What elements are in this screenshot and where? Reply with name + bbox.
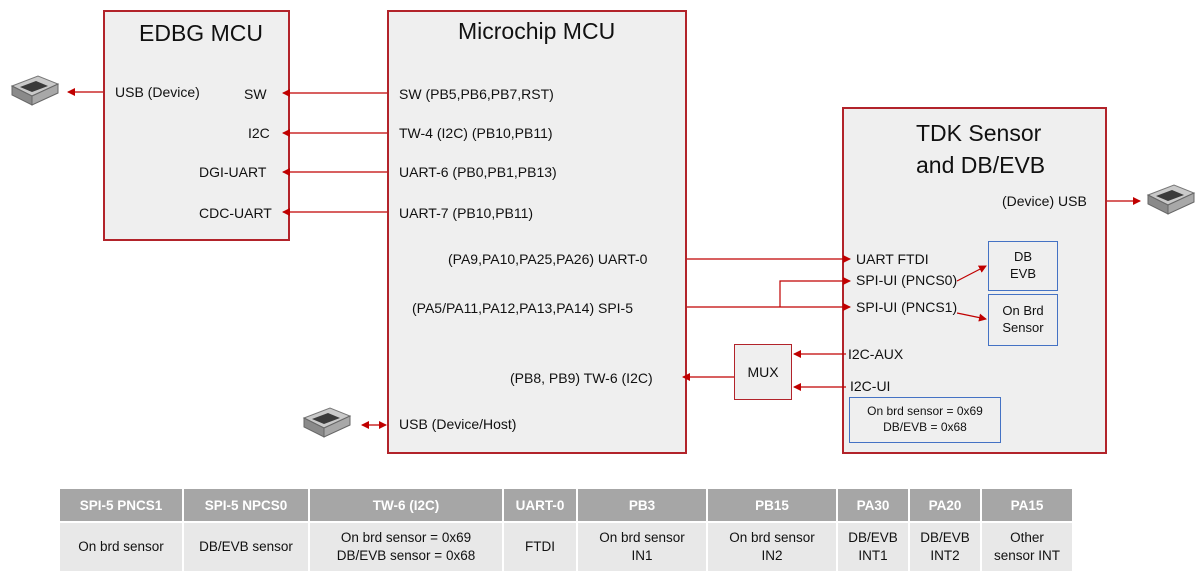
mcu-usb-label: USB (Device/Host) — [399, 416, 517, 432]
edbg-usb-label: USB (Device) — [115, 84, 200, 100]
edbg-cdc-label: CDC-UART — [199, 205, 272, 221]
mux-block: MUX — [734, 344, 792, 400]
mcu-tw6-label: (PB8, PB9) TW-6 (I2C) — [510, 370, 653, 386]
mcu-uart7-label: UART-7 (PB10,PB11) — [399, 205, 534, 221]
tdk-i2c-aux-label: I2C-AUX — [848, 346, 904, 362]
tdk-usb-label: (Device) USB — [1002, 193, 1087, 209]
edbg-mcu-block — [103, 10, 290, 241]
cell-line: On brd sensor — [78, 538, 164, 554]
col-header: PA20 — [909, 489, 982, 522]
edbg-title: EDBG MCU — [139, 20, 263, 46]
table-cell: On brd sensor — [60, 522, 184, 571]
usb-connector-icon — [1146, 184, 1196, 215]
table-cell: FTDI — [503, 522, 578, 571]
cell-line: On brd sensor — [729, 529, 815, 545]
tdk-spi-ui1-label: SPI-UI (PNCS1) — [856, 299, 958, 315]
cell-line: FTDI — [525, 538, 555, 554]
cell-line: DB/EVB sensor — [199, 538, 293, 554]
col-header: PA30 — [837, 489, 910, 522]
col-header: PB15 — [707, 489, 838, 522]
table-header-row: SPI-5 PNCS1 SPI-5 NPCS0 TW-6 (I2C) UART-… — [60, 489, 1074, 522]
tdk-i2c-ui-label: I2C-UI — [850, 378, 891, 394]
col-header: PA15 — [981, 489, 1074, 522]
usb-connector-icon — [10, 75, 60, 106]
tdk-spi-ui0-label: SPI-UI (PNCS0) — [856, 272, 958, 288]
edbg-dgi-label: DGI-UART — [199, 164, 267, 180]
cell-line: DB/EVB sensor = 0x68 — [336, 548, 476, 563]
tdk-uart-ftdi-label: UART FTDI — [856, 251, 929, 267]
pin-assignment-table: SPI-5 PNCS1 SPI-5 NPCS0 TW-6 (I2C) UART-… — [60, 489, 1074, 571]
microchip-mcu-block — [387, 10, 687, 454]
addr-line2: DB/EVB = 0x68 — [883, 420, 967, 434]
col-header: TW-6 (I2C) — [309, 489, 504, 522]
addr-line1: On brd sensor = 0x69 — [867, 404, 983, 419]
cell-line: DB/EVB — [920, 529, 970, 545]
cell-line: Other — [1010, 529, 1044, 545]
db-evb-select-link — [956, 265, 987, 282]
tdk-title-line1: TDK Sensor — [916, 120, 1042, 146]
spi5-branch-link — [779, 277, 851, 307]
tdk-sensor-block — [842, 107, 1107, 454]
mcu-uart6-label: UART-6 (PB0,PB1,PB13) — [399, 164, 557, 180]
col-header: SPI-5 NPCS0 — [183, 489, 310, 522]
onbrd-line1: On Brd — [1002, 303, 1044, 319]
db-evb-line1: DB — [1013, 249, 1033, 265]
onbrd-select-link — [956, 312, 987, 322]
col-header: UART-0 — [503, 489, 578, 522]
cell-line: IN1 — [631, 548, 653, 563]
usb-connector-icon — [302, 407, 352, 438]
edbg-sw-label: SW — [244, 86, 267, 102]
cell-line: DB/EVB — [848, 529, 898, 545]
cell-line: INT1 — [858, 548, 888, 563]
mux-label: MUX — [747, 364, 779, 380]
col-header: PB3 — [577, 489, 708, 522]
cell-line: sensor INT — [993, 548, 1061, 563]
db-evb-line2: EVB — [1009, 266, 1036, 281]
table-cell: DB/EVB INT2 — [909, 522, 982, 571]
mcu-uart0-label: (PA9,PA10,PA25,PA26) UART-0 — [448, 251, 648, 267]
table-cell: Other sensor INT — [981, 522, 1074, 571]
edbg-i2c-label: I2C — [248, 125, 270, 141]
tdk-title-line2: and DB/EVB — [916, 152, 1046, 178]
table-cell: DB/EVB INT1 — [837, 522, 910, 571]
onbrd-line2: Sensor — [1002, 320, 1044, 335]
col-header: SPI-5 PNCS1 — [60, 489, 184, 522]
cell-line: INT2 — [930, 548, 960, 563]
mcu-sw-label: SW (PB5,PB6,PB7,RST) — [399, 86, 554, 102]
mcu-title: Microchip MCU — [458, 18, 616, 44]
cell-line: On brd sensor — [599, 529, 685, 545]
table-row: On brd sensor DB/EVB sensor On brd senso… — [60, 522, 1074, 571]
mcu-tw4-label: TW-4 (I2C) (PB10,PB11) — [399, 125, 553, 141]
table-cell: DB/EVB sensor — [183, 522, 310, 571]
cell-line: On brd sensor = 0x69 — [340, 529, 472, 545]
mcu-spi5-label: (PA5/PA11,PA12,PA13,PA14) SPI-5 — [412, 300, 634, 316]
cell-line: IN2 — [761, 548, 783, 563]
